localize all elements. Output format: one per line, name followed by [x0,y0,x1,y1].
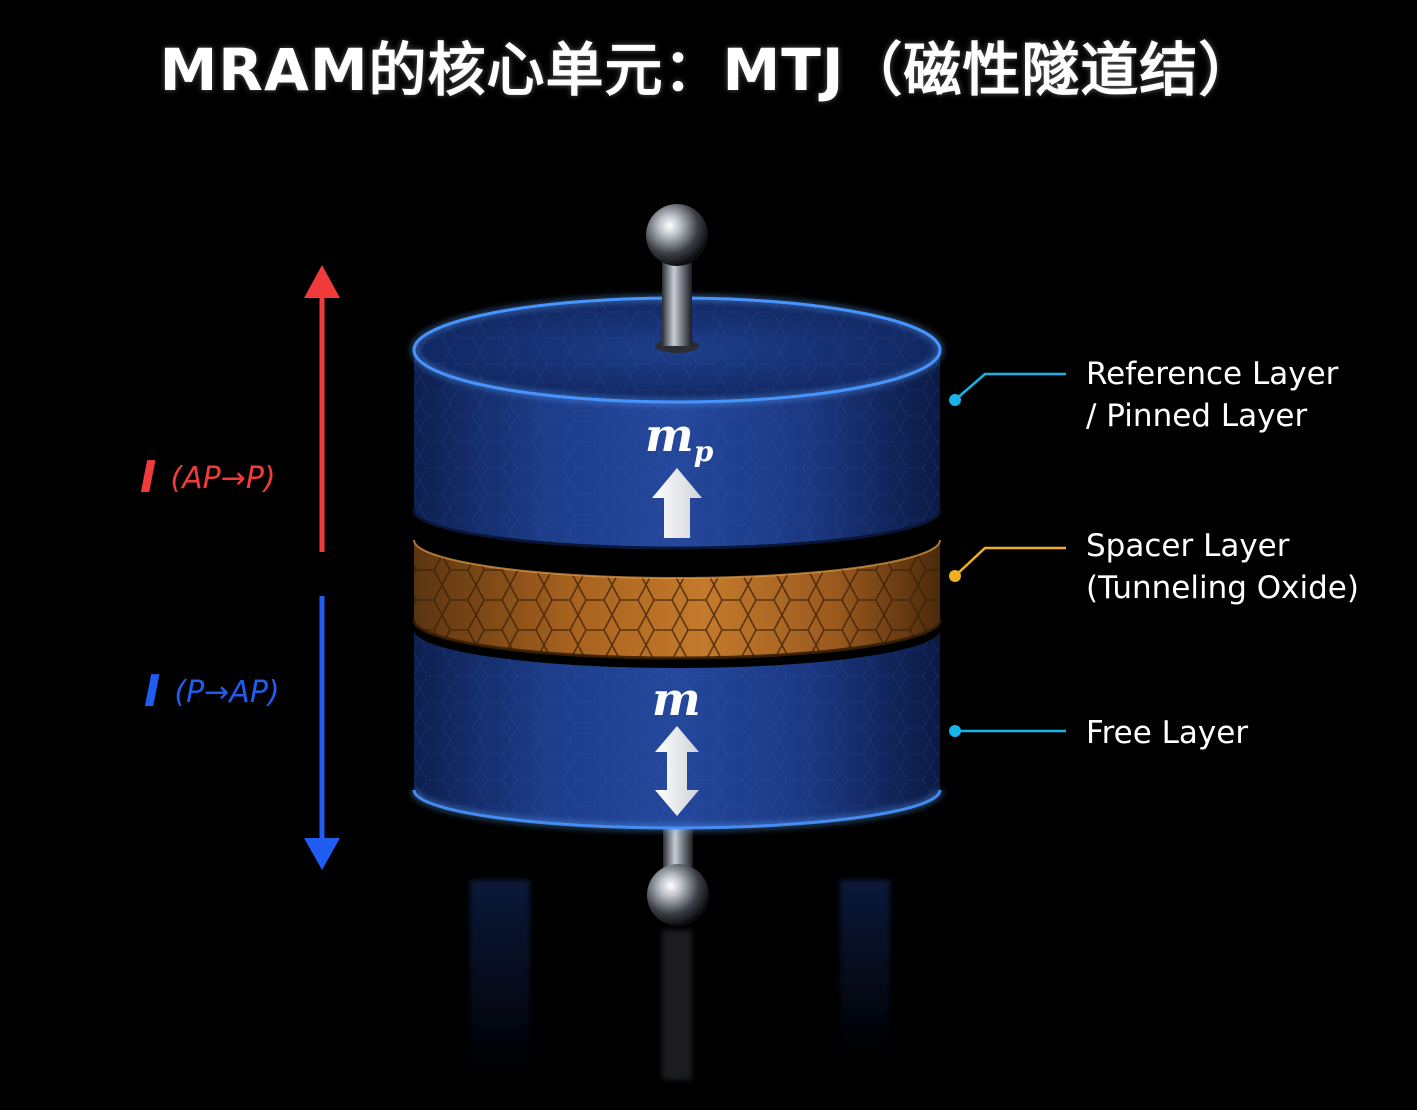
current-up-symbol: I [140,452,157,503]
spacer-leader-line [949,546,1066,582]
current-up-text: (AP→P) [170,461,276,496]
free-moment-label: m [652,672,701,726]
pinned-moment-base: m [645,408,694,462]
reference-leader-line [949,372,1066,406]
current-down-text: (P→AP) [174,675,280,710]
current-down-label: I(P→AP) [144,670,280,714]
spacer-layer-label: Spacer Layer (Tunneling Oxide) [1086,525,1359,609]
spacer-layer [412,539,942,660]
current-down-symbol: I [144,666,161,717]
current-up-arrow [304,265,340,552]
reference-layer-label: Reference Layer / Pinned Layer [1086,353,1338,437]
current-up-label: I(AP→P) [140,456,276,500]
free-leader-line [949,725,1066,737]
pinned-moment-label: mp [645,410,713,477]
pinned-up-arrow-icon [652,468,702,538]
current-down-arrow [304,596,340,870]
reference-layer-line2: / Pinned Layer [1086,398,1308,434]
reference-layer-line1: Reference Layer [1086,356,1339,392]
top-electrode [646,204,708,353]
free-layer-label: Free Layer [1086,715,1249,751]
floor-reflection [470,880,890,1080]
page-title: MRAM的核心单元：MTJ（磁性隧道结） [159,36,1258,104]
spacer-layer-line1: Spacer Layer [1086,528,1290,564]
bottom-electrode [647,820,709,926]
free-double-arrow-icon [655,726,699,816]
pinned-moment-sub: p [693,435,714,468]
spacer-layer-line2: (Tunneling Oxide) [1086,570,1359,606]
